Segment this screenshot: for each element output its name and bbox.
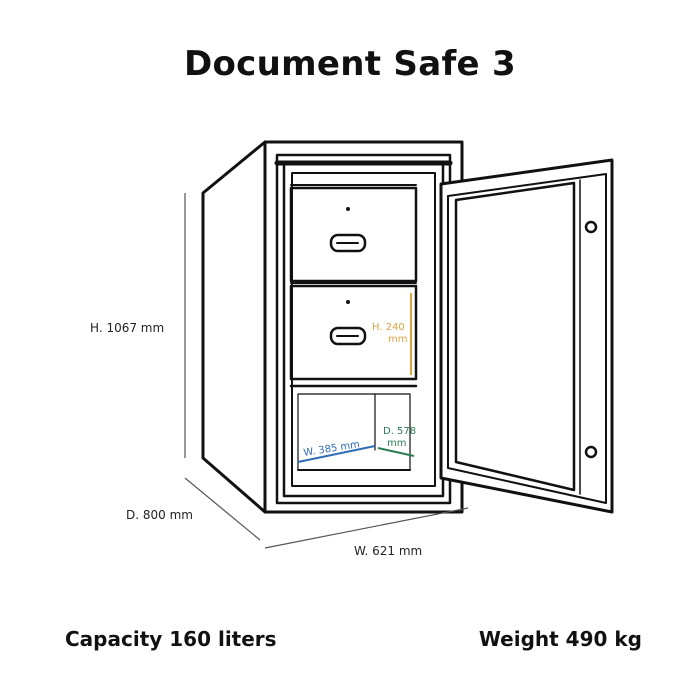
width-dimension-line — [264, 507, 469, 549]
width-label: W. 621 mm — [354, 544, 422, 558]
page-title: Document Safe 3 — [184, 44, 516, 84]
weight-label: Weight 490 kg — [478, 627, 642, 651]
door-hinge-bottom — [584, 445, 598, 459]
shelf-height-label-line2: mm — [388, 334, 407, 345]
door-hinge-top — [584, 220, 598, 234]
inner-width-line — [297, 445, 376, 463]
depth-label: D. 800 mm — [126, 508, 193, 522]
depth-dimension-line — [184, 477, 261, 541]
capacity-label: Capacity 160 liters — [65, 627, 277, 651]
inner-depth-line — [377, 447, 415, 457]
safe-side-panel — [201, 140, 267, 514]
shelf-height-label-line1: H. 240 — [372, 322, 405, 333]
safe-door — [439, 158, 614, 514]
middle-drawer — [289, 284, 418, 381]
middle-drawer-handle — [329, 326, 367, 346]
inner-depth-label-line2: mm — [387, 438, 406, 449]
door-inner-panel — [454, 181, 576, 492]
height-label: H. 1067 mm — [90, 321, 164, 335]
top-drawer — [289, 186, 418, 283]
top-drawer-handle — [329, 233, 367, 253]
inner-depth-label-line1: D. 578 — [383, 426, 416, 437]
safe-front-frame — [263, 140, 464, 514]
